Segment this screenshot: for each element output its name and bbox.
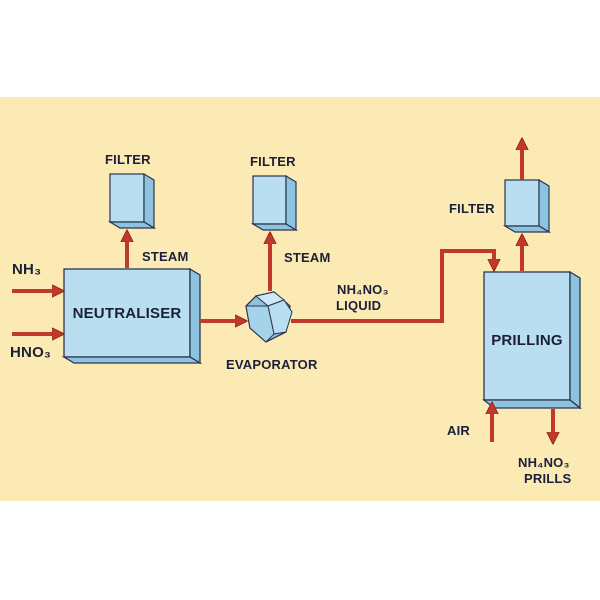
neutraliser-unit — [61, 267, 203, 365]
filter-1-unit — [107, 172, 157, 230]
prills-label: PRILLS — [524, 471, 572, 486]
evaporator-label: EVAPORATOR — [226, 357, 318, 372]
neutraliser-label: NEUTRALISER — [72, 305, 182, 322]
filter-label-3: FILTER — [449, 201, 495, 216]
hno3-label: HNO₃ — [10, 344, 52, 361]
steam-label-1: STEAM — [142, 249, 189, 264]
filter-label-2: FILTER — [250, 154, 296, 169]
air-label: AIR — [447, 423, 470, 438]
nh4no3-liquid-formula-label: NH₄NO₃ — [337, 282, 389, 297]
nh4no3-liquid-flow-arrow — [291, 249, 494, 323]
evaporator-unit — [245, 291, 293, 343]
prilling-label: PRILLING — [491, 332, 563, 349]
filter-2-unit — [250, 174, 299, 232]
nh3-label: NH₃ — [12, 261, 42, 278]
steam-label-2: STEAM — [284, 250, 331, 265]
filter-label-1: FILTER — [105, 152, 151, 167]
prilling-unit — [482, 270, 582, 410]
liquid-label: LIQUID — [336, 298, 382, 313]
nh4no3-prills-formula-label: NH₄NO₃ — [518, 455, 570, 470]
filter-3-unit — [502, 178, 552, 234]
